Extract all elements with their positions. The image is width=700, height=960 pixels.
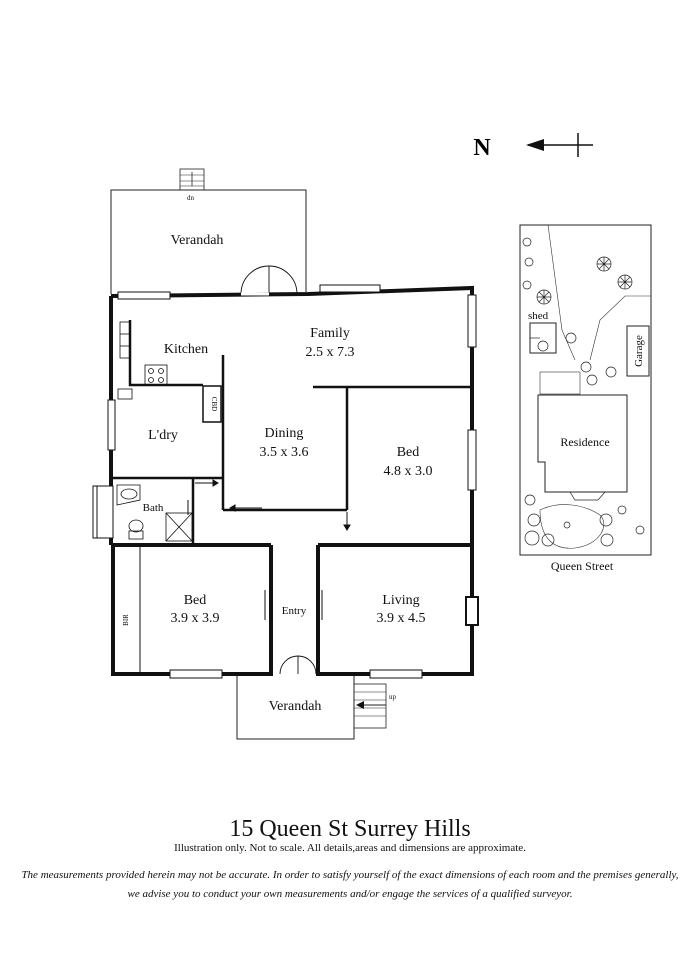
bed-front-label: Bed	[184, 593, 207, 608]
windows	[92, 284, 479, 679]
bed-north-size: 4.8 x 3.0	[384, 464, 433, 479]
garage-label: Garage	[633, 335, 645, 367]
stairs-down-label: dn	[187, 194, 195, 202]
dining-size: 3.5 x 3.6	[260, 445, 309, 460]
north-compass: N	[473, 133, 593, 161]
kitchen-fittings	[117, 321, 168, 400]
living-label: Living	[382, 593, 419, 608]
tree-icon	[522, 237, 645, 547]
cbd-label: CBD	[210, 397, 218, 411]
arrow-left-icon	[526, 139, 544, 151]
property-title: 15 Queen St Surrey Hills	[229, 816, 471, 842]
site-plan: shed Garage Residence Queen Street	[519, 224, 652, 573]
kitchen-label: Kitchen	[164, 342, 208, 357]
bed-north-label: Bed	[397, 445, 420, 460]
rear-verandah-label: Verandah	[171, 233, 224, 248]
entry-label: Entry	[282, 605, 307, 617]
bath-fittings	[116, 484, 193, 542]
illustration-note: Illustration only. Not to scale. All det…	[174, 842, 526, 854]
bir-label: BIR	[122, 614, 130, 626]
bath-label: Bath	[143, 502, 164, 514]
residence-label: Residence	[560, 435, 609, 449]
front-verandah-label: Verandah	[269, 699, 322, 714]
room-labels: Verandah Kitchen Family 2.5 x 7.3 L'dry …	[122, 233, 433, 714]
north-label: N	[473, 135, 491, 161]
laundry-label: L'dry	[148, 428, 178, 443]
street-label: Queen Street	[551, 559, 614, 573]
front-verandah: up	[236, 676, 397, 740]
family-label: Family	[310, 326, 350, 341]
door-markers	[187, 479, 351, 620]
bed-front-size: 3.9 x 3.9	[171, 611, 220, 626]
front-entry-door	[279, 655, 317, 675]
rear-double-doors	[240, 265, 298, 296]
measurement-disclaimer: The measurements provided herein may not…	[21, 869, 679, 900]
shed-label: shed	[528, 310, 549, 322]
interior-walls	[111, 320, 472, 674]
family-size: 2.5 x 7.3	[306, 345, 355, 360]
dining-label: Dining	[265, 426, 304, 441]
rear-verandah: dn	[110, 168, 307, 294]
living-size: 3.9 x 4.5	[377, 611, 426, 626]
stairs-up-label: up	[389, 693, 397, 701]
